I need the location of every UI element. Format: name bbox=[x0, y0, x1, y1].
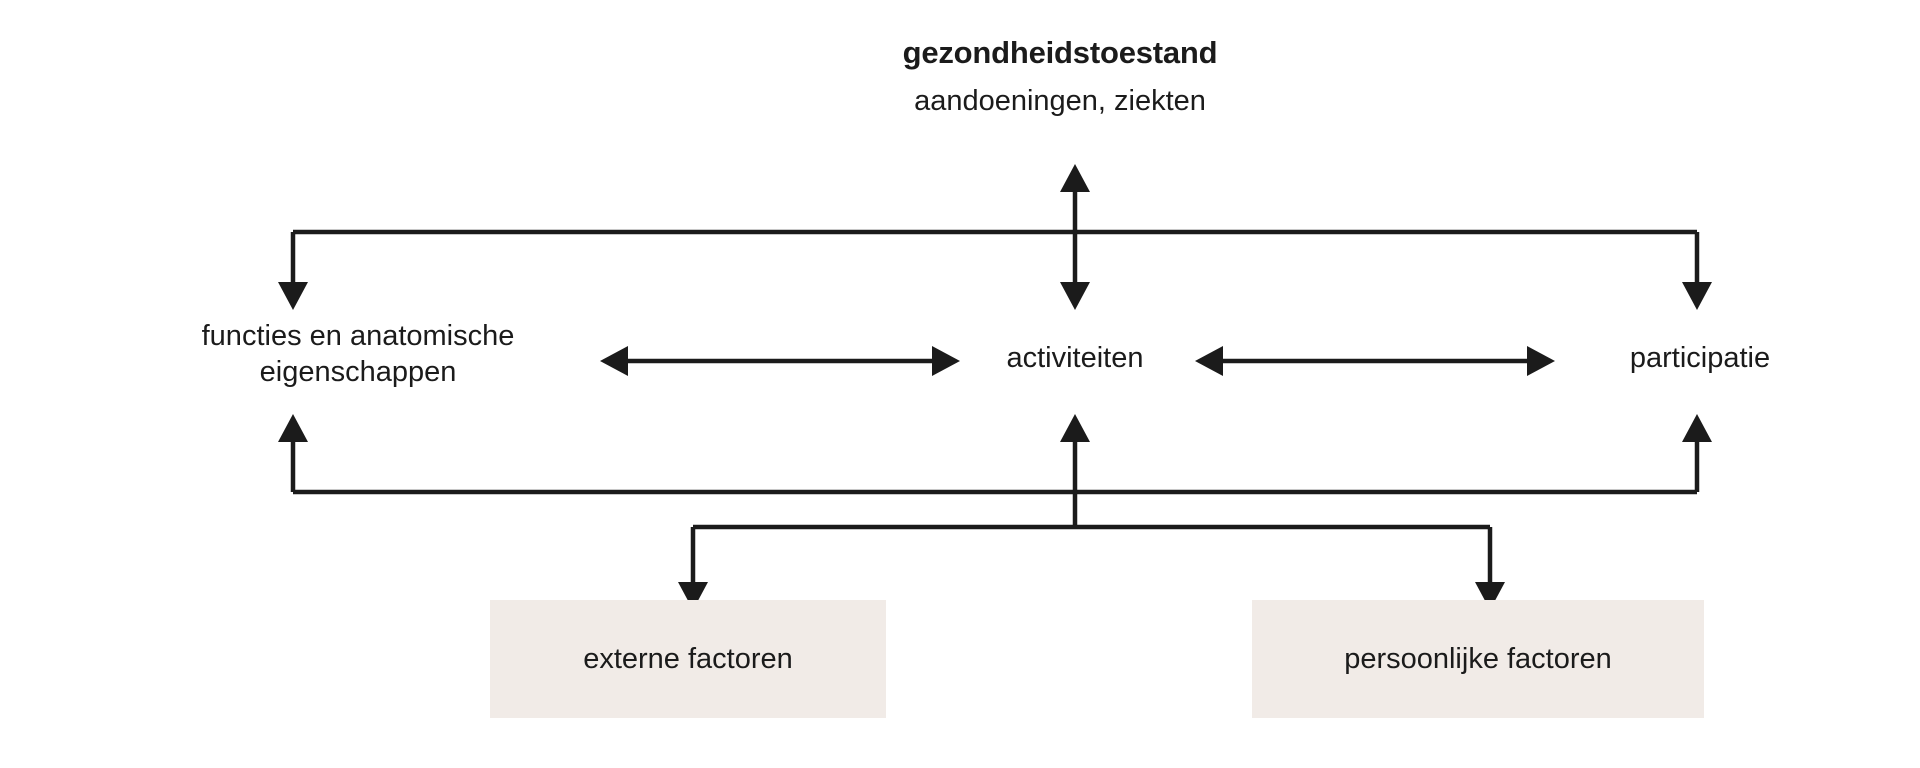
arrowhead-up-body-functions bbox=[278, 414, 308, 442]
arrowhead-right-activities-left bbox=[932, 346, 960, 376]
arrowhead-down-participation bbox=[1682, 282, 1712, 310]
health-condition-title: gezondheidstoestand bbox=[902, 35, 1218, 70]
personal-factors-box: persoonlijke factoren bbox=[1252, 600, 1704, 718]
health-condition-subtitle: aandoeningen, ziekten bbox=[914, 85, 1206, 117]
activities-label: activiteiten bbox=[1006, 342, 1144, 374]
arrowhead-left-body-functions bbox=[600, 346, 628, 376]
participation-label: participatie bbox=[1629, 342, 1771, 374]
arrowhead-down-body-functions bbox=[278, 282, 308, 310]
arrowhead-right-participation bbox=[1527, 346, 1555, 376]
personal-factors-label: persoonlijke factoren bbox=[1344, 642, 1612, 675]
external-factors-label: externe factoren bbox=[583, 642, 793, 675]
external-factors-box: externe factoren bbox=[490, 600, 886, 718]
arrowhead-up-participation bbox=[1682, 414, 1712, 442]
arrowhead-down-activities bbox=[1060, 282, 1090, 310]
arrowhead-down-external-factors bbox=[678, 582, 708, 610]
arrowhead-up-health-condition bbox=[1060, 164, 1090, 192]
body-functions-label: functies en anatomische eigenschappen bbox=[201, 320, 515, 389]
arrowhead-down-personal-factors bbox=[1475, 582, 1505, 610]
arrowhead-up-activities bbox=[1060, 414, 1090, 442]
arrowhead-left-activities-right bbox=[1195, 346, 1223, 376]
